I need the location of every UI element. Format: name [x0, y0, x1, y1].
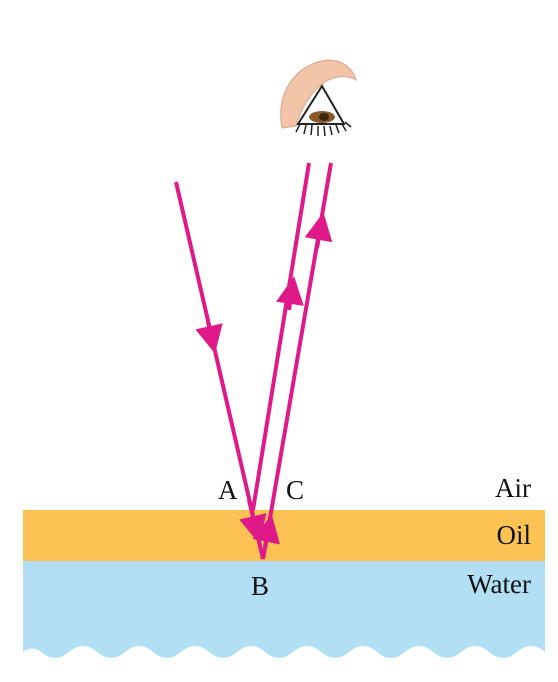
label-point-b: B	[251, 571, 269, 601]
incident-ray	[174, 181, 265, 560]
reflected-ray-b-arrowhead	[304, 212, 333, 249]
incident-ray-arrow	[195, 321, 223, 354]
label-air: Air	[495, 473, 531, 503]
reflected-ray-a-arrowhead	[276, 276, 304, 311]
reflected-ray-a	[251, 162, 311, 511]
eye-icon	[280, 59, 357, 137]
label-water: Water	[467, 569, 531, 599]
reflected-ray-b-arrowhead-low	[252, 514, 280, 549]
water-layer	[23, 561, 545, 658]
label-oil: Oil	[496, 520, 531, 550]
label-point-c: C	[286, 475, 304, 505]
oil-layer	[23, 510, 545, 561]
label-point-a: A	[218, 475, 238, 505]
